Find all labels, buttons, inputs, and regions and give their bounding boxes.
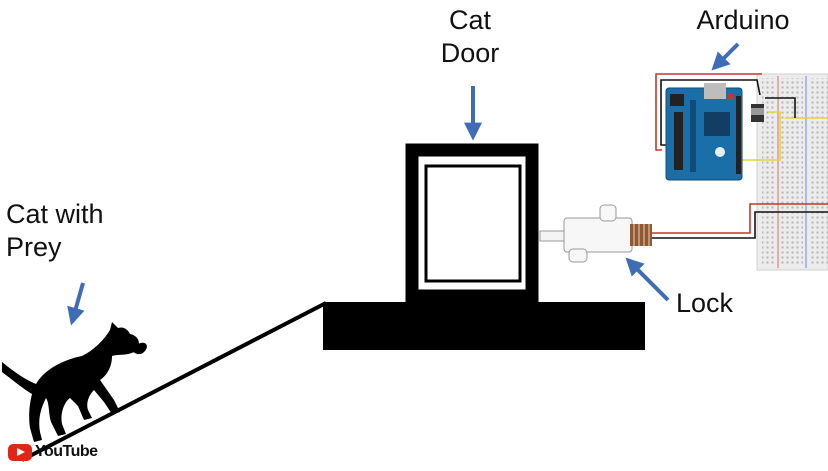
cat-door-opening <box>424 164 522 283</box>
youtube-watermark: YouTube <box>8 441 98 463</box>
lock-label: Lock <box>676 288 734 318</box>
cat-with-prey-label: Cat with Prey <box>6 199 104 262</box>
wiring <box>652 73 828 239</box>
arduino-label: Arduino <box>696 5 790 35</box>
ramp-line <box>21 301 327 462</box>
arrow-to-cat <box>67 282 85 326</box>
solenoid-lock <box>539 204 652 263</box>
arrow-to-arduino <box>711 42 740 71</box>
breadboard <box>751 73 828 271</box>
cat-door-label: Cat Door <box>440 5 500 68</box>
cat-silhouette <box>2 322 147 442</box>
youtube-play-icon <box>8 443 32 461</box>
arrow-to-lock <box>625 257 670 302</box>
arduino-board <box>665 83 743 181</box>
platform-base <box>323 302 645 350</box>
youtube-watermark-text: YouTube <box>35 443 98 460</box>
